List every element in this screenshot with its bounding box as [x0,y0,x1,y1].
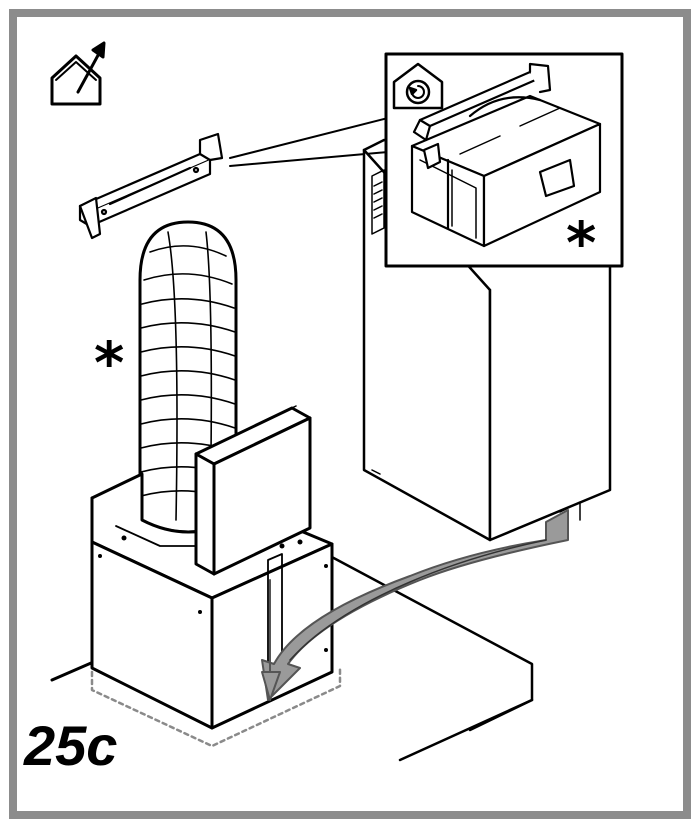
movement-arrow [261,509,569,701]
reducer-box [194,405,312,576]
optional-part-marker-inset: * [566,209,597,277]
step-label: 25c [24,714,118,777]
inset-callout-line [229,117,389,167]
optional-part-marker-duct: * [94,329,125,397]
inset-detail [384,52,624,268]
base-footprint-dotted [90,666,342,748]
house-exhaust-outlet-icon [50,41,106,106]
recirculation-icon [392,62,444,110]
wall-bracket [78,132,224,240]
